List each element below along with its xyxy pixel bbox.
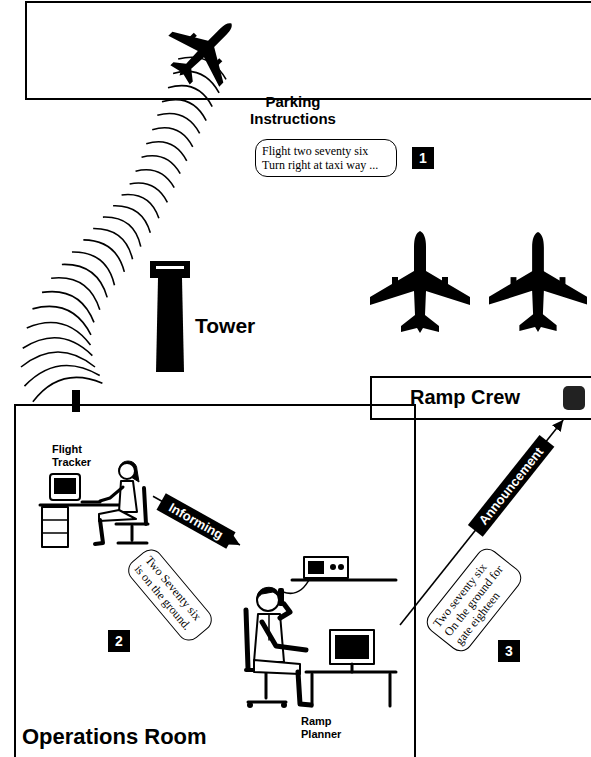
callout-number: 3 (498, 640, 520, 662)
room-label: Operations Room (22, 724, 207, 750)
radio-unit (304, 557, 348, 578)
speech-text: Two Seventy six is on the ground. (132, 553, 209, 637)
radio-wave (32, 297, 96, 335)
hair (257, 587, 279, 598)
tower-figure: Tower (148, 258, 266, 374)
chair-back (144, 488, 146, 524)
leg (298, 672, 311, 705)
airplane-body (370, 231, 470, 333)
radio-wave (72, 243, 121, 285)
instruction-callout: Parking InstructionsFlight two seventy s… (243, 93, 413, 177)
radio-wave (152, 121, 196, 146)
ramp-crew-icon (563, 386, 585, 410)
person-label: Ramp Planner (301, 715, 356, 741)
monitor-stand (351, 664, 354, 672)
chair-base (118, 526, 147, 543)
phone-cord (283, 578, 310, 593)
airplane-body (489, 232, 587, 332)
radio-wave (168, 79, 216, 107)
ramp-crew-box: Ramp Crew (370, 376, 591, 420)
leg (95, 520, 103, 544)
airplane-engine (212, 58, 222, 68)
monitor (50, 474, 80, 500)
callout-number: 2 (108, 630, 130, 652)
ramp-planner-illustration (246, 557, 396, 708)
flight-tracker-illustration (40, 461, 148, 547)
person-label: Flight Tracker (52, 443, 104, 469)
tower-shape (150, 261, 190, 372)
node-label: Ramp Crew (410, 385, 520, 409)
speech-text: Two seventy six On the ground for gate e… (430, 552, 518, 647)
airplane-engine (392, 277, 398, 291)
operations-room: Flight TrackerTwo Seventy six is on the … (14, 404, 416, 757)
hair (119, 461, 139, 482)
arm (280, 604, 290, 618)
monitor-screen (54, 478, 76, 494)
radio-knob (338, 564, 344, 570)
radio-panel (308, 561, 324, 574)
lap (254, 660, 300, 674)
tower-cab (150, 261, 190, 278)
arm (262, 622, 306, 650)
radio-wave (42, 282, 100, 322)
radio-wave (29, 370, 102, 402)
airplane-engine (511, 277, 517, 291)
radio-wave (21, 352, 95, 367)
antenna (72, 390, 80, 412)
radio-waves (21, 50, 230, 402)
head (119, 463, 135, 479)
airplane-engine (187, 33, 197, 43)
chair-wheel (247, 702, 253, 708)
torso (119, 481, 137, 512)
radio-knob (330, 564, 336, 570)
radio-wave (22, 361, 99, 386)
chair-back (246, 610, 248, 668)
speech-bubble: Two seventy six On the ground for gate e… (422, 543, 526, 655)
radio-wave (130, 177, 171, 203)
radio-wave (157, 107, 203, 133)
edge-label: Announcement (468, 435, 554, 537)
monitor-screen (335, 635, 369, 659)
airplane-body (154, 0, 257, 101)
keyboard (82, 501, 100, 504)
tower-shaft (156, 278, 184, 372)
airplane (154, 0, 257, 101)
edge-label: Informing (157, 493, 236, 549)
monitor (330, 630, 374, 664)
speech-bubble-text: Flight two seventy six Turn right at tax… (255, 139, 397, 177)
chair-base (248, 672, 286, 702)
parked-airplane (370, 231, 470, 333)
radio-wave (122, 187, 164, 218)
taxiway-band (26, 2, 591, 99)
radio-wave (51, 268, 106, 310)
arm (100, 487, 123, 501)
desk-legs (312, 674, 390, 706)
parked-airplane (489, 232, 587, 332)
airplane-engine (442, 277, 448, 291)
drawer-lines (42, 520, 68, 533)
radio-wave (83, 232, 130, 272)
heading-label: Parking Instructions (243, 93, 343, 127)
chair-wheel (281, 702, 287, 708)
node-label: Tower (195, 314, 255, 338)
radio-wave (62, 256, 114, 298)
ramp-planner-figure: Ramp Planner (235, 545, 400, 745)
tower-window (156, 266, 184, 269)
callout-number: 1 (412, 147, 434, 169)
lap (99, 510, 136, 521)
speech-bubble: Two Seventy six is on the ground. (123, 544, 216, 645)
radio-wave (146, 135, 190, 160)
radio-wave (162, 93, 210, 121)
airplane-engine (560, 277, 566, 291)
desk-drawers (42, 507, 68, 547)
radio-wave (113, 198, 156, 232)
flight-tracker-figure: Flight Tracker (45, 440, 153, 565)
